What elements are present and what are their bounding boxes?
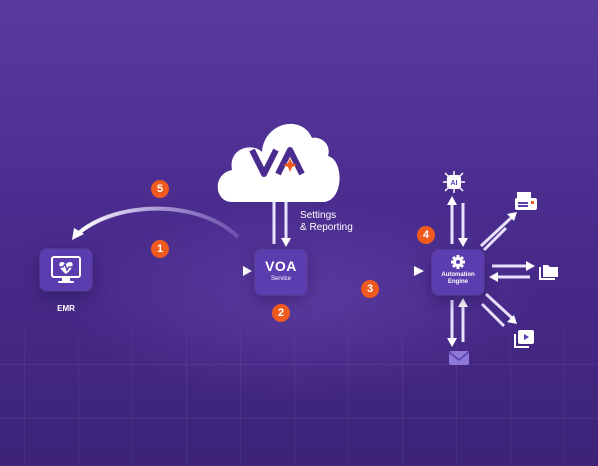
automation-title-line1: Automation bbox=[441, 272, 475, 278]
step-badge-1: 1 bbox=[151, 240, 169, 258]
arrowhead-mail-to-auto bbox=[458, 298, 468, 307]
mail-icon bbox=[448, 351, 470, 365]
arrow-auto-to-video bbox=[484, 292, 514, 320]
step-badge-3: 3 bbox=[361, 280, 379, 298]
printer-icon bbox=[515, 192, 537, 210]
emr-label: EMR bbox=[57, 304, 75, 313]
emr-node bbox=[40, 249, 92, 291]
arrowhead-cloud-to-voa bbox=[281, 238, 291, 247]
arrowhead-folder-to-auto bbox=[489, 272, 498, 282]
step-badge-5: 5 bbox=[151, 180, 169, 198]
arrow-printer-to-auto bbox=[482, 226, 508, 252]
gear-icon bbox=[451, 255, 465, 269]
arrow-voa-to-emr bbox=[78, 206, 240, 239]
ai-icon: AI bbox=[443, 171, 465, 193]
arrowhead-auto-to-mail bbox=[447, 338, 457, 347]
video-library-icon bbox=[514, 330, 534, 348]
cloud bbox=[217, 123, 340, 202]
arrowhead-auto-to-video bbox=[507, 315, 517, 324]
background-grid bbox=[0, 300, 598, 466]
voa-subtitle: Service bbox=[270, 276, 291, 282]
arrow-video-to-auto bbox=[480, 302, 506, 328]
arrow-auto-to-printer bbox=[479, 215, 514, 248]
background-glow bbox=[60, 200, 540, 400]
arrowhead-auto-to-printer bbox=[507, 212, 517, 221]
svg-text:AI: AI bbox=[451, 180, 458, 187]
automation-engine-node bbox=[432, 250, 484, 295]
arrowhead-auto-to-folder bbox=[526, 261, 535, 271]
arrowhead-emr-to-voa bbox=[243, 266, 252, 276]
va-logo-icon bbox=[249, 147, 305, 177]
arrowhead-auto-to-ai bbox=[447, 196, 457, 205]
arrowhead-voa-to-automation bbox=[414, 266, 424, 276]
automation-title: Automation Engine bbox=[432, 272, 484, 286]
arrowhead-ai-to-auto bbox=[458, 238, 468, 247]
voa-service-node bbox=[255, 250, 307, 295]
heart-monitor-icon bbox=[51, 256, 81, 283]
settings-reporting-label: Settings & Reporting bbox=[300, 210, 353, 234]
voa-title: VOA bbox=[265, 258, 297, 274]
step-badge-2: 2 bbox=[272, 304, 290, 322]
folder-icon bbox=[539, 265, 558, 280]
step-badge-4: 4 bbox=[417, 226, 435, 244]
settings-line2: & Reporting bbox=[300, 222, 353, 233]
automation-title-line2: Engine bbox=[447, 279, 468, 285]
settings-line1: Settings bbox=[300, 210, 337, 221]
arrowhead-voa-to-emr bbox=[72, 228, 84, 240]
